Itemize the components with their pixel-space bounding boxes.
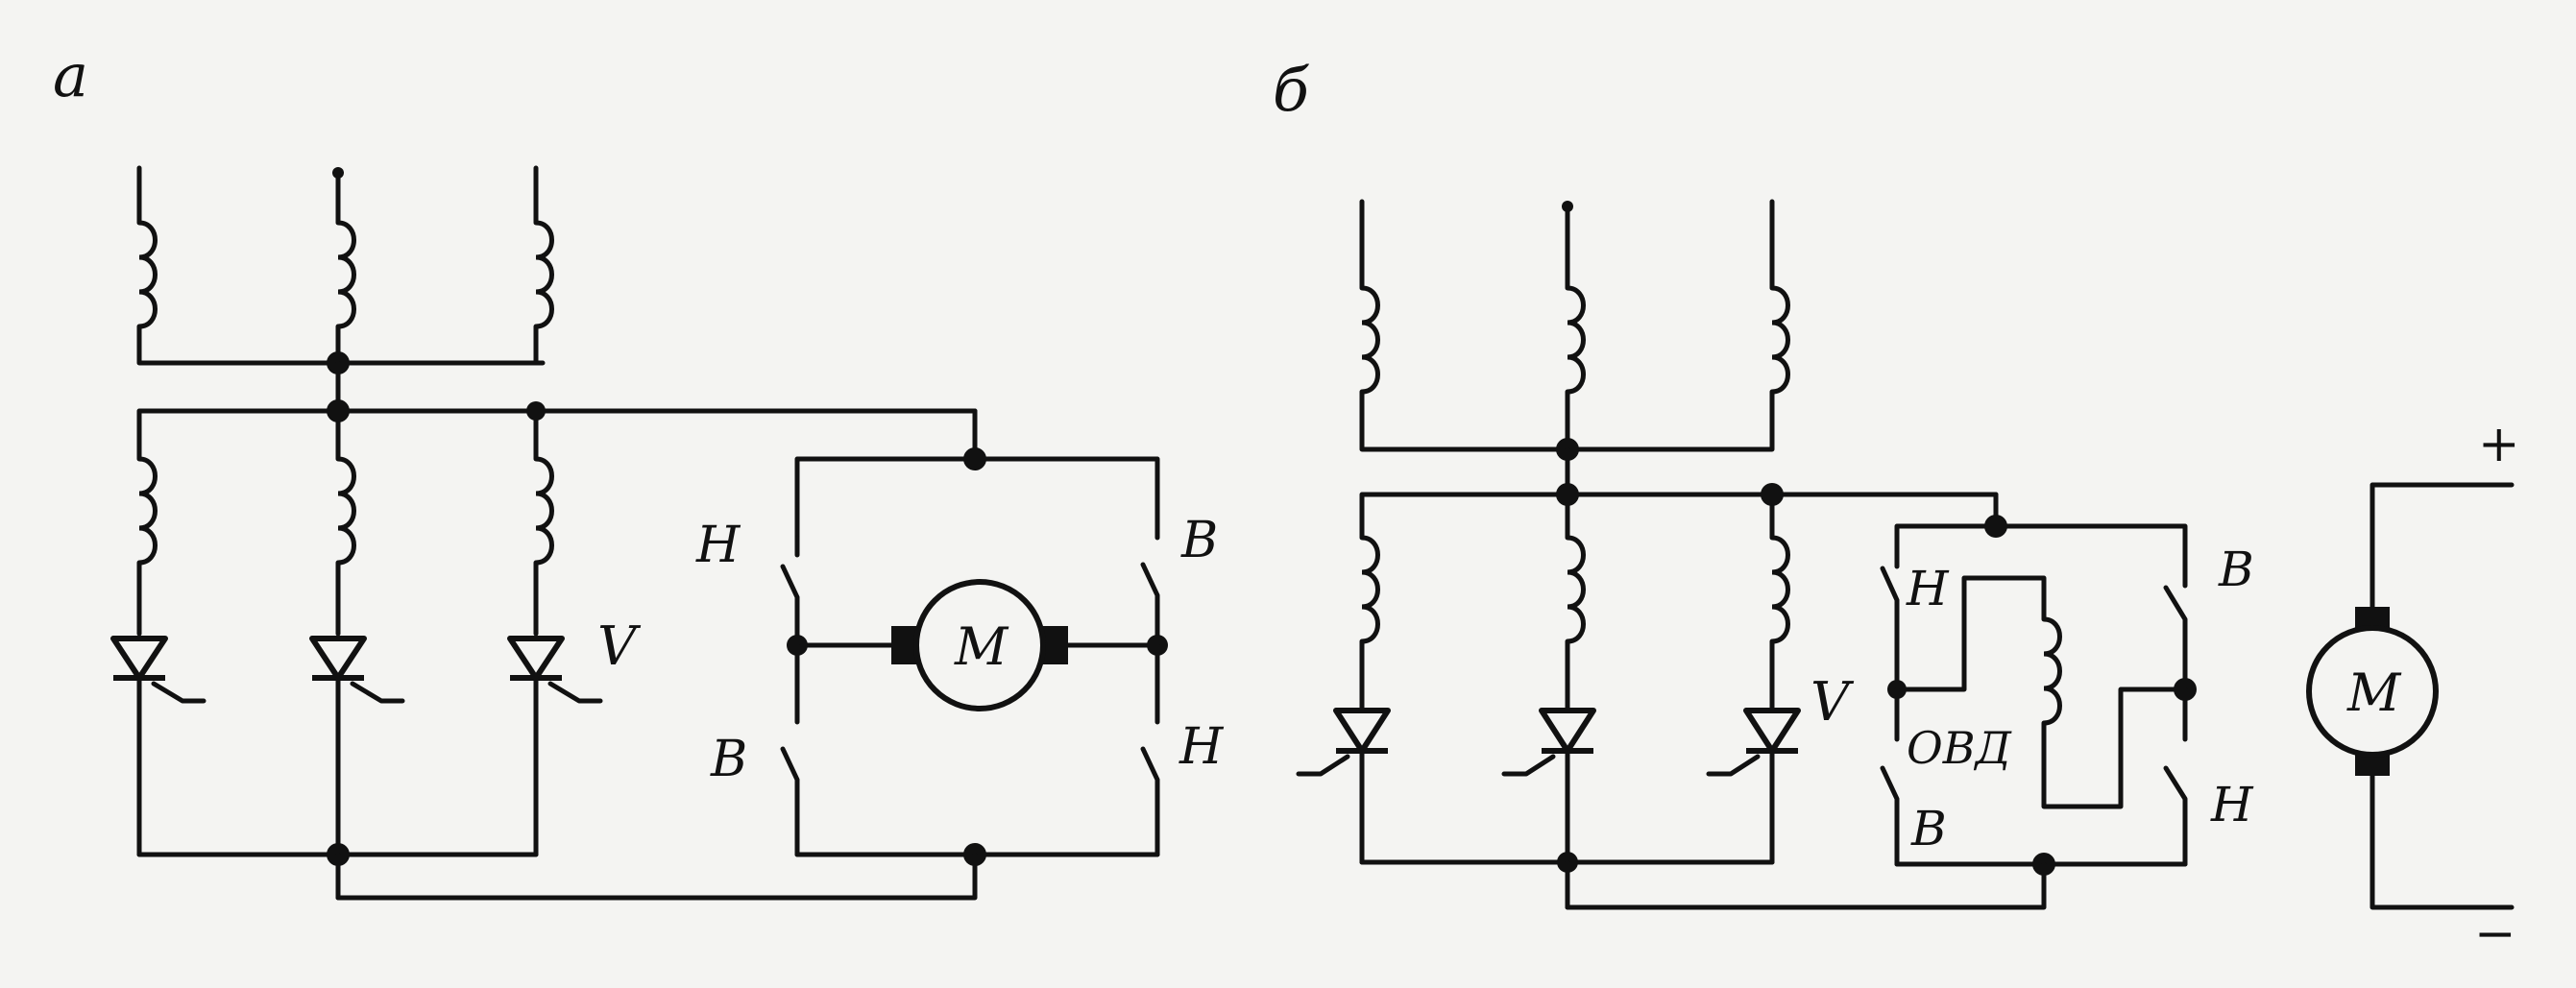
motor-icon: М xyxy=(891,579,1068,711)
switch-label-top-left: Н xyxy=(695,517,741,574)
switch-label-bottom-left: В xyxy=(1910,801,1947,856)
panel-a: а xyxy=(53,40,1225,901)
junction-dot-icon xyxy=(963,447,986,470)
inductor-coil-icon xyxy=(1567,538,1584,641)
junction-dot-icon xyxy=(1761,483,1784,506)
switch-label-bottom-right: Н xyxy=(2210,777,2254,832)
thyristor-icon xyxy=(1501,708,1596,910)
panel-b-label: б xyxy=(1273,55,1310,125)
panel-a-reversing-bridge: М Н В В Н xyxy=(335,408,1225,901)
junction-dot-icon xyxy=(1556,483,1579,506)
switch-label-bottom-left: В xyxy=(710,731,747,788)
inductor-coil-icon xyxy=(1362,288,1378,392)
panel-a-transformer xyxy=(136,165,552,374)
thyristor-label: V xyxy=(597,615,642,678)
panel-a-label: а xyxy=(53,40,88,110)
inductor-coil-icon xyxy=(139,223,156,326)
inductor-coil-icon xyxy=(1567,288,1584,392)
panel-b: б xyxy=(1273,55,2520,963)
minus-label: − xyxy=(2474,905,2516,963)
panel-b-reversing-bridge: ОВД Н В В Н xyxy=(1565,492,2254,910)
thyristor-icon xyxy=(1706,708,1801,865)
field-winding: ОВД xyxy=(1894,575,2188,809)
thyristor-icon xyxy=(507,636,603,857)
switch-contact-icon xyxy=(1880,566,1900,692)
switch-contact-icon xyxy=(780,564,800,648)
field-winding-label: ОВД xyxy=(1907,722,2013,774)
plus-label: + xyxy=(2478,416,2520,473)
motor-icon: М xyxy=(2306,607,2439,776)
thyristor-icon xyxy=(110,636,207,857)
inductor-coil-icon xyxy=(536,459,552,563)
panel-b-thyristor-legs: V xyxy=(1296,446,1999,910)
panel-b-motor-circuit: М + − xyxy=(2306,416,2520,963)
switch-label-top-right: В xyxy=(2218,542,2254,597)
junction-dot-icon xyxy=(526,401,546,421)
inductor-coil-icon xyxy=(1772,538,1788,641)
terminal-dot-icon xyxy=(332,167,344,179)
inductor-coil-icon xyxy=(536,223,552,326)
switch-label-top-left: Н xyxy=(1906,561,1950,616)
thyristor-icon xyxy=(309,636,405,901)
thyristor-icon xyxy=(1296,708,1391,865)
inductor-coil-icon xyxy=(2044,619,2060,723)
switch-label-top-right: В xyxy=(1180,512,1218,569)
panel-b-transformer xyxy=(1359,199,1788,461)
inductor-coil-icon xyxy=(139,459,156,563)
panel-a-thyristor-legs: V xyxy=(110,360,978,901)
terminal-dot-icon xyxy=(1562,201,1573,212)
thyristor-label: V xyxy=(1810,671,1855,734)
junction-dot-icon xyxy=(327,399,350,422)
switch-label-bottom-right: Н xyxy=(1179,718,1225,776)
switch-contact-icon xyxy=(2163,585,2188,692)
junction-dot-icon xyxy=(1984,515,2007,538)
motor-label: М xyxy=(2346,663,2402,723)
inductor-coil-icon xyxy=(338,459,354,563)
inductor-coil-icon xyxy=(1772,288,1788,392)
inductor-coil-icon xyxy=(338,223,354,326)
inductor-coil-icon xyxy=(1362,538,1378,641)
motor-label: М xyxy=(954,616,1009,677)
